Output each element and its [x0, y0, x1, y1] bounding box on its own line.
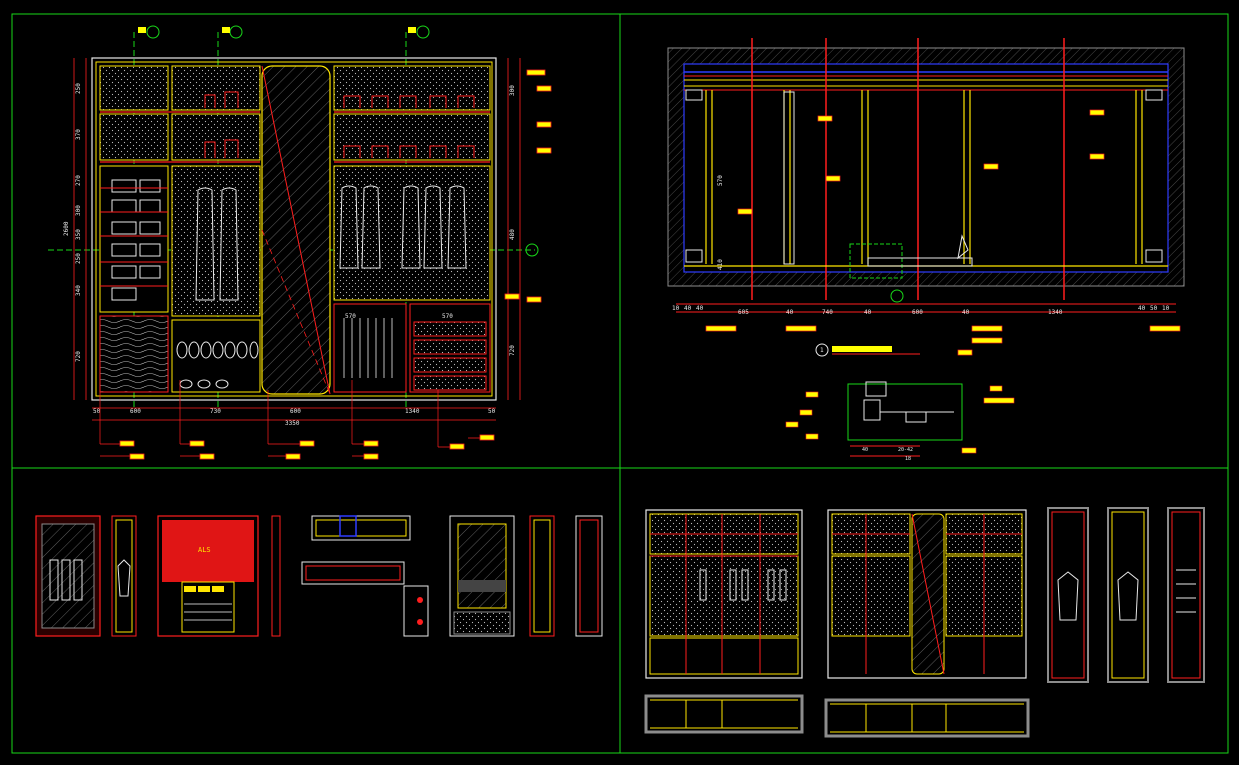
detail-dim-3: 18 [905, 456, 911, 462]
dim-a-left-3: 270 [75, 175, 82, 186]
dim-b-8: 600 [912, 309, 923, 316]
dim-a-overall-height: 2600 [63, 221, 70, 236]
detail-dim-2: 20-42 [898, 447, 913, 453]
dim-a-inner-2: 570 [442, 313, 453, 320]
dim-b-left-2: 410 [717, 259, 724, 270]
dim-b-11: 40 [1138, 305, 1146, 312]
dim-b-7: 40 [864, 309, 872, 316]
dim-b-left-1: 570 [717, 175, 724, 186]
dim-b-5: 40 [786, 309, 794, 316]
dim-a-left-6: 250 [75, 253, 82, 264]
panel-c-details: ALS [35, 515, 603, 637]
dim-b-1: 10 [672, 305, 680, 312]
dim-a-left-5: 350 [75, 229, 82, 240]
dim-a-top-4: 600 [290, 408, 301, 415]
dim-a-left-2: 370 [75, 129, 82, 140]
dim-a-inner-1: 570 [345, 313, 356, 320]
panel-d-elevations [644, 507, 1205, 738]
dim-a-right-3: 720 [509, 345, 516, 356]
dim-a-left-8: 720 [75, 351, 82, 362]
dim-a-left-7: 340 [75, 285, 82, 296]
dim-a-top-3: 730 [210, 408, 221, 415]
dim-b-10: 1340 [1048, 309, 1063, 316]
dim-b-2: 40 [684, 305, 692, 312]
dim-b-6: 740 [822, 309, 833, 316]
dim-a-top-5: 1340 [405, 408, 420, 415]
panel-b-plan-view: 10 40 40 605 40 740 40 600 40 1340 40 50… [667, 38, 1185, 462]
panel-a-front-elevation: 50 600 730 600 1340 50 3350 570 570 250 … [48, 25, 552, 460]
dim-b-12: 50 [1150, 305, 1158, 312]
dim-b-3: 40 [696, 305, 704, 312]
dim-b-9: 40 [962, 309, 970, 316]
detail-dim-1: 40 [862, 447, 868, 453]
dim-a-left-1: 250 [75, 83, 82, 94]
cabinet-outline [91, 57, 497, 401]
cabinet-label: ALS [198, 546, 211, 554]
dim-b-4: 605 [738, 309, 749, 316]
plan-title-number: 1 [820, 347, 824, 354]
leader-tags [119, 69, 552, 460]
dim-a-right-2: 480 [509, 229, 516, 240]
dim-b-13: 10 [1162, 305, 1170, 312]
dim-a-top-6: 50 [488, 408, 496, 415]
dim-a-right-1: 300 [509, 85, 516, 96]
dim-a-left-4: 300 [75, 205, 82, 216]
dim-a-top-2: 600 [130, 408, 141, 415]
dim-a-total-width: 3350 [285, 420, 300, 427]
drawing-frame [11, 13, 1229, 754]
plan-title: 1 [815, 343, 920, 357]
dim-a-top-1: 50 [93, 408, 101, 415]
